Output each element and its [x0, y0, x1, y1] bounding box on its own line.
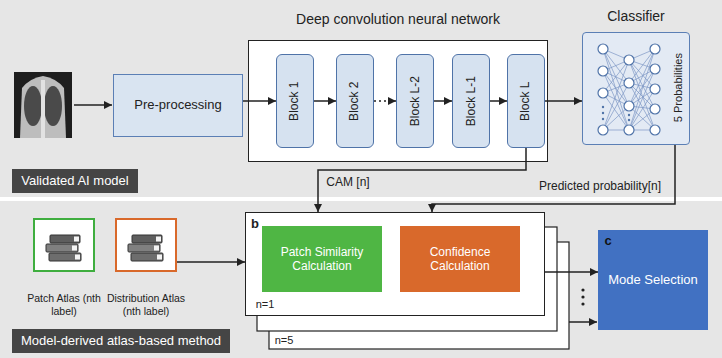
flow-arrow [314, 100, 336, 102]
decor-shape [598, 125, 608, 135]
decor-shape [603, 60, 629, 93]
node-text: Block 1 [288, 81, 302, 120]
panel-band: Model-derived atlas-based method Patch A… [0, 201, 722, 358]
decor-shape [650, 104, 660, 114]
decor-shape [44, 86, 62, 126]
decor-shape [581, 302, 584, 305]
decor-shape [650, 125, 660, 135]
layer-block: Block L [507, 54, 545, 148]
stack-label: n=5 [275, 335, 294, 346]
decor-shape [156, 237, 161, 242]
node-text: Validated AI model [12, 169, 137, 193]
flow-arrow [243, 100, 276, 102]
decor-shape [46, 244, 78, 252]
decor-shape [624, 101, 634, 111]
flow-arrow [177, 261, 245, 263]
node-text: b [251, 216, 259, 232]
layer-block: Block L-1 [452, 54, 490, 148]
heading-text: Patch Atlas (nth label) [24, 292, 104, 317]
decor-shape [72, 246, 77, 251]
node-text: Patch Similarity Calculation [268, 245, 376, 274]
flow-arrow [318, 148, 526, 212]
layer-block: Block L-2 [396, 54, 434, 148]
decor-shape [132, 235, 162, 243]
decor-shape [581, 295, 584, 298]
process-box: cMode Selection [598, 230, 708, 330]
stack-frame: b n=1 Patch Similarity Calculation Confiden… [245, 212, 545, 316]
layer-block: Block 1 [276, 54, 314, 148]
node-text: Model-derived atlas-based method [12, 329, 230, 353]
decor-shape [598, 44, 608, 54]
decor-shape [128, 244, 160, 252]
decor-shape [602, 106, 604, 108]
books-icon [35, 220, 93, 270]
layer-block: Block 2 [336, 54, 374, 148]
decor-shape [598, 88, 608, 98]
classifier-box: Classifier5 Probabilities [582, 32, 690, 145]
process-box: Patch Similarity Calculation [262, 226, 382, 292]
decor-shape [650, 84, 660, 94]
decor-shape [49, 253, 81, 261]
process-box: Pre-processing [113, 74, 243, 137]
decor-shape [650, 64, 660, 74]
flow-arrow [374, 100, 396, 102]
decor-shape [602, 118, 604, 120]
edge-label: CAM [n] [324, 175, 371, 189]
node-text: Mode Selection [608, 272, 698, 288]
heading-text: Distribution Atlas (nth label) [97, 292, 195, 317]
heading-text: Classifier [607, 8, 665, 25]
flow-arrow [432, 145, 675, 212]
node-text: Block L-1 [464, 76, 478, 126]
decor-shape [603, 93, 629, 130]
node-text: 5 Probabilities [672, 53, 685, 122]
decor-shape [628, 119, 630, 121]
decor-shape [624, 78, 634, 88]
edge-label: Predicted probability[n] [537, 179, 663, 193]
decor-shape [624, 125, 634, 135]
decor-shape [598, 66, 608, 76]
decor-shape [569, 321, 597, 323]
decor-shape [650, 44, 660, 54]
decor-shape [628, 114, 630, 116]
node-text: Block L [519, 81, 533, 120]
decor-shape [581, 288, 584, 291]
flow-arrow [545, 100, 582, 102]
decor-shape [50, 235, 80, 243]
node-text: c [604, 233, 611, 249]
decor-shape [157, 255, 162, 260]
decor-shape [629, 69, 655, 130]
flow-arrow [490, 100, 507, 102]
panel-band: Validated AI model Pre-processing Deep con… [0, 0, 722, 197]
decor-shape [131, 253, 163, 261]
decor-shape [14, 72, 72, 138]
atlas-icon: Distribution Atlas (nth label) [115, 218, 177, 272]
flow-arrow [545, 271, 598, 273]
node-text: Pre-processing [134, 97, 221, 113]
decor-shape [75, 255, 80, 260]
network-frame: Deep convolution neural networkBlock 1Bl… [248, 40, 548, 162]
decor-shape [20, 76, 66, 138]
books-icon [117, 220, 175, 270]
atlas-icon: Patch Atlas (nth label) [33, 218, 95, 272]
decor-shape [24, 86, 42, 126]
decor-shape [154, 246, 159, 251]
decor-shape [602, 112, 604, 114]
heading-text: Deep convolution neural network [296, 11, 500, 28]
decor-shape [624, 55, 634, 65]
node-text: Confidence Calculation [406, 245, 514, 274]
node-text: n=1 [256, 298, 275, 311]
process-box: Confidence Calculation [400, 226, 520, 292]
decor-shape [74, 237, 79, 242]
decor-shape [41, 80, 45, 138]
decor-shape [74, 104, 112, 106]
node-text: Block L-2 [408, 76, 422, 126]
node-text: Block 2 [348, 81, 362, 120]
flow-arrow [434, 100, 452, 102]
